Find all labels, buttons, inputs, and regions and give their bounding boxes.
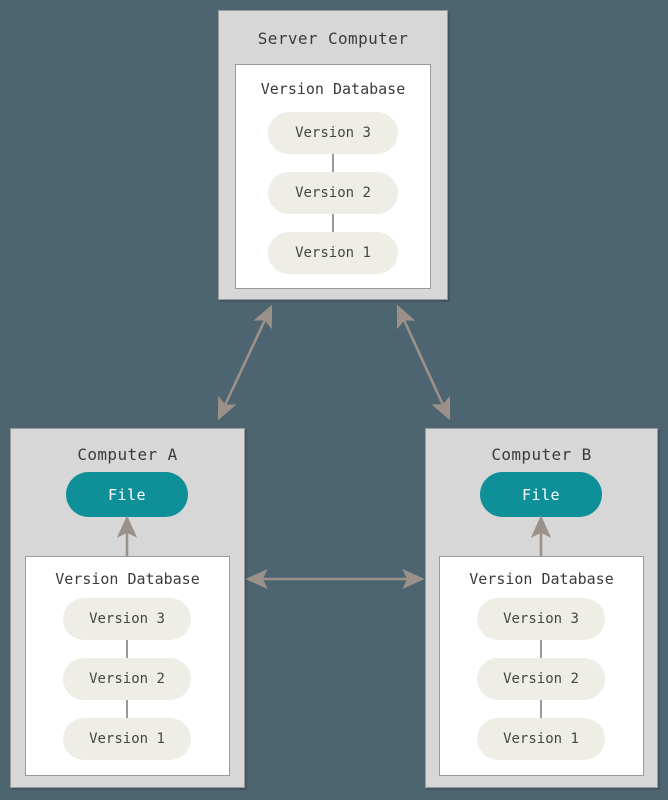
server-version-pill-2[interactable]: Version 2 bbox=[268, 172, 398, 214]
computer-a-file-pill[interactable]: File bbox=[66, 472, 188, 517]
computer-b-version-pill-1[interactable]: Version 1 bbox=[477, 718, 605, 760]
server-version-connector-2-1 bbox=[332, 214, 334, 232]
server-version-database-title: Version Database bbox=[260, 80, 406, 98]
computer-a-version-pill-2[interactable]: Version 2 bbox=[63, 658, 191, 700]
arrow-server-to-computerB bbox=[396, 304, 451, 421]
computer-b-title: Computer B bbox=[491, 445, 592, 464]
computer-a-version-pill-3[interactable]: Version 3 bbox=[63, 598, 191, 640]
computer-b-version-database-title: Version Database bbox=[469, 570, 614, 588]
server-version-pill-1[interactable]: Version 1 bbox=[268, 232, 398, 274]
computer-a-version-connector-2-1 bbox=[126, 700, 128, 718]
computer-b-version-connector-2-1 bbox=[540, 700, 542, 718]
computer-a-version-database-title: Version Database bbox=[55, 570, 200, 588]
server-version-connector-3-2 bbox=[332, 154, 334, 172]
computer-b-version-pill-3[interactable]: Version 3 bbox=[477, 598, 605, 640]
computer-a-version-connector-3-2 bbox=[126, 640, 128, 658]
computer-a-title: Computer A bbox=[77, 445, 178, 464]
computer-b-version-pill-2[interactable]: Version 2 bbox=[477, 658, 605, 700]
computer-b-file-pill[interactable]: File bbox=[480, 472, 602, 517]
arrow-server-to-computerA bbox=[217, 304, 273, 421]
computer-b-version-connector-3-2 bbox=[540, 640, 542, 658]
server-version-pill-3[interactable]: Version 3 bbox=[268, 112, 398, 154]
computer-a-version-pill-1[interactable]: Version 1 bbox=[63, 718, 191, 760]
server-computer-title: Server Computer bbox=[257, 29, 409, 48]
